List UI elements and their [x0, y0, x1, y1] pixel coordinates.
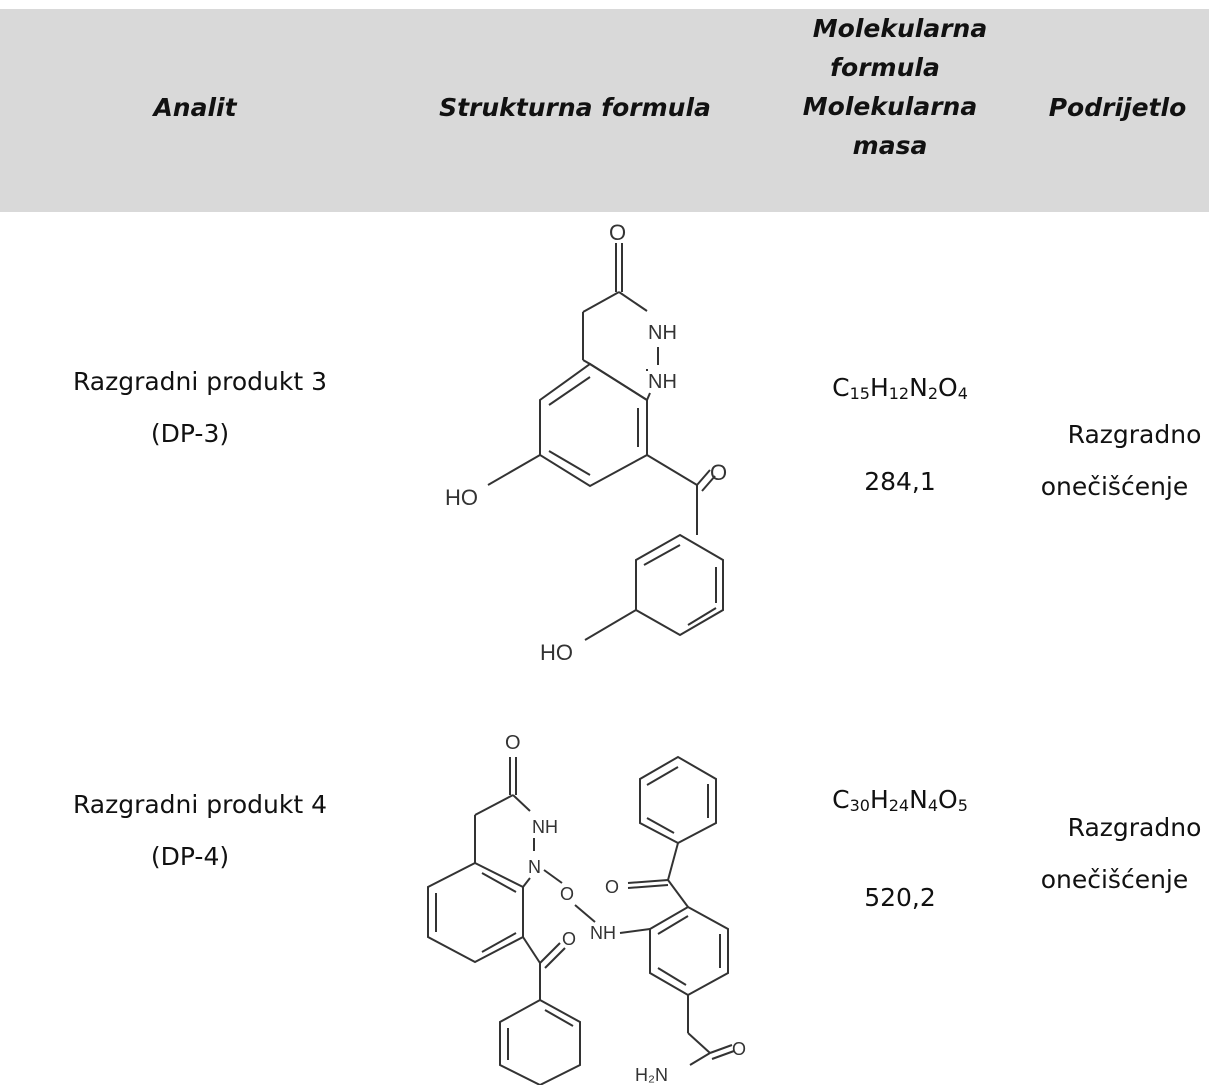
row1-molecular-mass: 284,1 [864, 467, 936, 496]
svg-text:O: O [562, 929, 576, 949]
row2-molecular-mass: 520,2 [864, 883, 936, 912]
svg-text:O: O [710, 460, 727, 485]
row1-molecular-formula: C15H12N2O4 [832, 373, 968, 403]
row2-molecular-formula: C30H24N4O5 [832, 785, 968, 815]
svg-text:N: N [528, 857, 541, 877]
row2-origin: Razgradno onečišćenje [1040, 813, 1202, 894]
svg-text:O: O [560, 884, 574, 904]
svg-text:O: O [605, 877, 619, 897]
header-podrijetlo: Podrijetlo [1048, 93, 1187, 122]
row1-analit-code: (DP-3) [150, 419, 230, 448]
row1-origin: Razgradno onečišćenje [1040, 420, 1202, 501]
header-strukturna-formula: Strukturna formula [439, 93, 711, 122]
svg-text:NH: NH [590, 923, 616, 943]
header-analit: Analit [153, 93, 237, 122]
header-mol-line4: masa [852, 131, 928, 160]
svg-text:O: O [732, 1039, 746, 1059]
row1-analit: Razgradni produkt 3 (DP-3) [40, 362, 360, 454]
header-mol-line1: Molekularna [812, 14, 988, 43]
row1-analit-name: Razgradni produkt 3 [72, 367, 328, 396]
svg-text:NH: NH [532, 817, 558, 837]
row2-analit-code: (DP-4) [150, 842, 230, 871]
svg-text:H₂N: H₂N [635, 1065, 668, 1085]
row2-structure-image: O NH N O NH O O [427, 732, 746, 1085]
row1-structure-image: O NH NH HO O HO [445, 220, 727, 665]
svg-text:HO: HO [445, 485, 478, 510]
row2-analit: Razgradni produkt 4 (DP-4) [40, 785, 360, 877]
svg-text:O: O [505, 732, 521, 754]
svg-text:NH: NH [648, 371, 677, 393]
header-mol-line2: formula [830, 53, 940, 82]
svg-text:NH: NH [648, 322, 677, 344]
header-molekularna: Molekularna formula Molekularna masa [770, 9, 1030, 165]
row2-analit-name: Razgradni produkt 4 [72, 790, 328, 819]
header-mol-line3: Molekularna [802, 92, 978, 121]
svg-text:O: O [609, 220, 626, 245]
table-header: Analit Strukturna formula Molekularna fo… [0, 9, 1209, 212]
svg-text:HO: HO [540, 640, 573, 665]
